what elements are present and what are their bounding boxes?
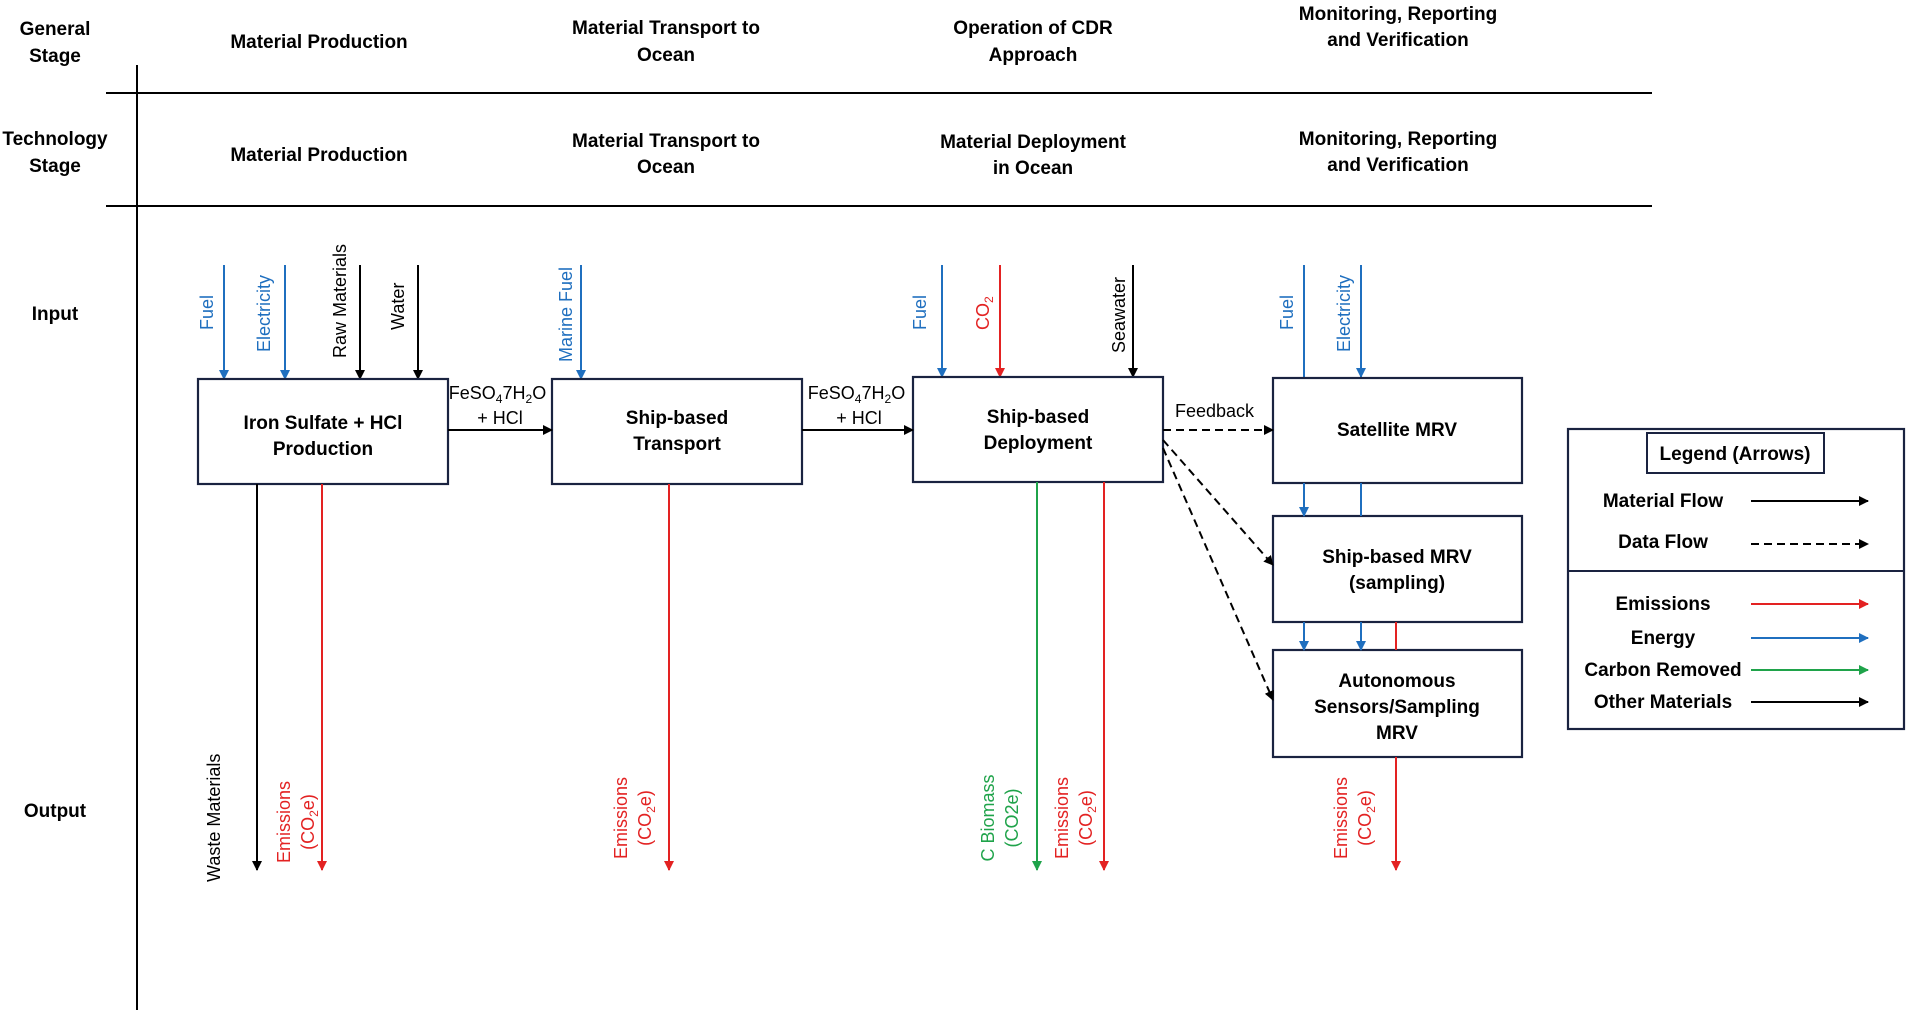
output-label-emissions-deployment: Emissions(CO2e) bbox=[1052, 777, 1099, 859]
legend-label-other-materials: Other Materials bbox=[1594, 692, 1732, 713]
legend-label-carbon-removed: Carbon Removed bbox=[1584, 660, 1741, 681]
box-ship-mrv: Ship-based MRV(sampling) bbox=[1271, 514, 1524, 624]
svg-text:Satellite MRV: Satellite MRV bbox=[1337, 420, 1457, 441]
legend: Legend (Arrows) Material Flow Data Flow … bbox=[1566, 427, 1906, 731]
legend-label-energy: Energy bbox=[1631, 628, 1696, 649]
input-label-electricity-mrv: Electricity bbox=[1334, 275, 1354, 352]
legend-frame bbox=[1566, 427, 1906, 731]
input-label-fuel-mrv: Fuel bbox=[1277, 295, 1297, 330]
legend-title-box bbox=[1646, 432, 1825, 474]
input-label-marine-fuel: Marine Fuel bbox=[556, 267, 576, 362]
legend-label-data-flow: Data Flow bbox=[1618, 532, 1708, 553]
input-label-seawater: Seawater bbox=[1109, 277, 1129, 353]
input-label-electricity-production: Electricity bbox=[254, 275, 274, 352]
legend-label-emissions: Emissions bbox=[1615, 594, 1710, 615]
flow-label-feedback: Feedback bbox=[1175, 401, 1255, 421]
input-label-fuel-production: Fuel bbox=[197, 295, 217, 330]
legend-label-material-flow: Material Flow bbox=[1603, 491, 1724, 512]
row-label-output: Output bbox=[24, 801, 87, 822]
legend-title: Legend (Arrows) bbox=[1660, 444, 1811, 465]
input-label-co2: CO2 bbox=[973, 296, 996, 330]
data-flow-to-autonomous-mrv bbox=[1162, 447, 1274, 701]
output-label-waste-materials: Waste Materials bbox=[204, 754, 224, 882]
flow-label-feso4-2: FeSO47H2O + HCl bbox=[808, 383, 910, 428]
output-label-c-biomass: C Biomass(CO2e) bbox=[978, 774, 1022, 861]
general-stage-1: Material Production bbox=[230, 32, 407, 53]
output-label-emissions-mrv: Emissions(CO2e) bbox=[1331, 777, 1378, 859]
input-label-raw-materials: Raw Materials bbox=[330, 244, 350, 358]
technology-stage-1: Material Production bbox=[230, 145, 407, 166]
box-satellite-mrv: Satellite MRV bbox=[1271, 376, 1524, 485]
svg-text:Ship-based MRV(sampling): Ship-based MRV(sampling) bbox=[1322, 547, 1472, 594]
output-label-emissions-production: Emissions(CO2e) bbox=[274, 781, 321, 863]
data-flow-to-ship-mrv bbox=[1162, 439, 1274, 566]
output-label-emissions-transport: Emissions(CO2e) bbox=[611, 777, 658, 859]
row-label-input: Input bbox=[32, 304, 79, 325]
flow-label-feso4-1: FeSO47H2O + HCl bbox=[449, 383, 551, 428]
input-label-water: Water bbox=[388, 283, 408, 330]
input-label-fuel-deployment: Fuel bbox=[910, 295, 930, 330]
